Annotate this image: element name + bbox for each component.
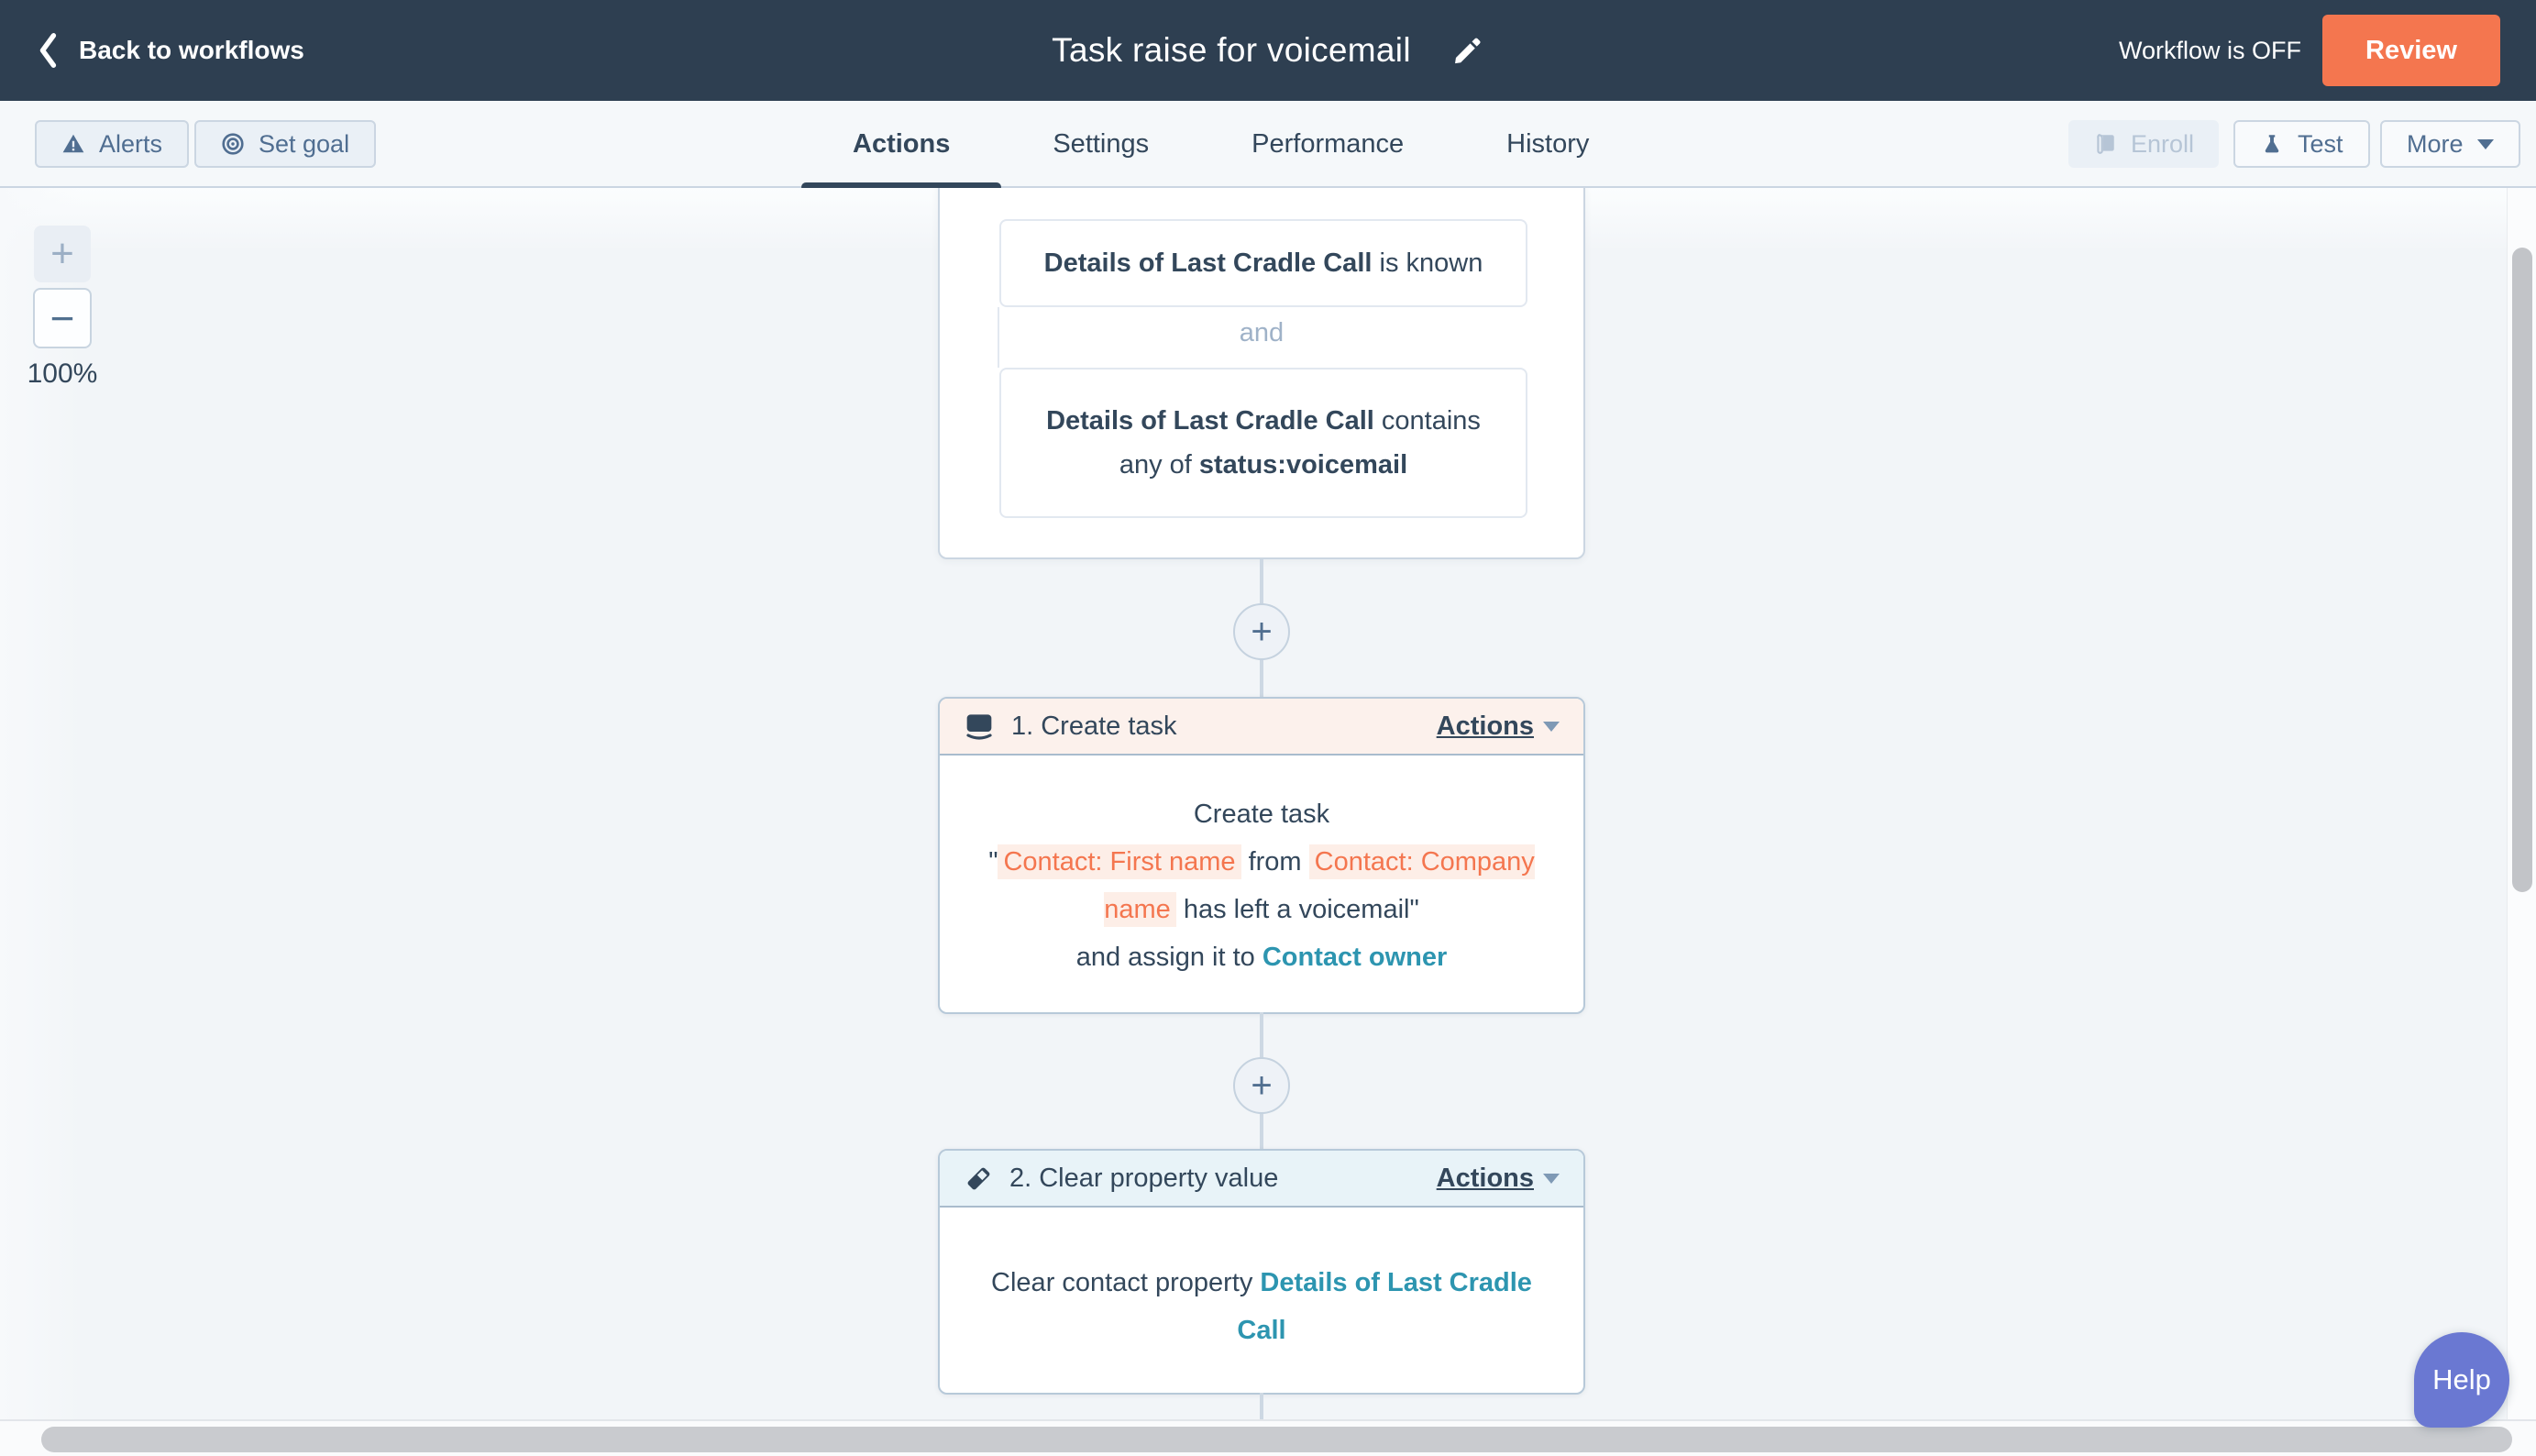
workflow-title-wrap: Task raise for voicemail	[1052, 0, 1484, 101]
zoom-level-label: 100%	[27, 358, 98, 389]
more-button[interactable]: More	[2380, 120, 2520, 168]
action-1-assign-line: and assign it to Contact owner	[1075, 943, 1448, 972]
connector-line	[1260, 1393, 1263, 1419]
enroll-scroll-icon	[2097, 134, 2114, 154]
chevron-left-icon	[39, 33, 57, 68]
test-label: Test	[2298, 129, 2343, 158]
and-connector-label: and	[1239, 318, 1285, 347]
action-2-title: 2. Clear property value	[1009, 1163, 1279, 1193]
condition-1[interactable]: Details of Last Cradle Call is known	[999, 219, 1527, 307]
set-goal-button[interactable]: Set goal	[194, 120, 377, 168]
condition-connector-line	[998, 307, 999, 368]
horizontal-scrollbar-thumb[interactable]	[41, 1427, 2512, 1452]
action-2-body: Clear contact property Details of Last C…	[940, 1208, 1583, 1354]
alerts-label: Alerts	[99, 129, 163, 158]
task-icon	[966, 714, 992, 740]
condition-2-text: Details of Last Cradle Call contains any…	[1046, 406, 1481, 480]
help-button[interactable]: Help	[2414, 1332, 2509, 1428]
add-action-button-2[interactable]: +	[1233, 1057, 1290, 1114]
workflow-status-text: Workflow is OFF	[2118, 36, 2301, 64]
action-2-actions-menu[interactable]: Actions	[1437, 1164, 1560, 1194]
back-label: Back to workflows	[79, 36, 304, 64]
test-flask-icon	[2265, 135, 2279, 153]
add-action-button-1[interactable]: +	[1233, 603, 1290, 660]
personalization-token-first-name[interactable]: Contact: First name	[998, 844, 1241, 879]
editor-tabs: Actions Settings Performance History	[801, 101, 1640, 192]
condition-2[interactable]: Details of Last Cradle Call contains any…	[999, 368, 1527, 518]
action-card-clear-property[interactable]: 2. Clear property value Actions Clear co…	[938, 1149, 1585, 1395]
eraser-icon	[967, 1167, 990, 1190]
action-1-body: Create task "Contact: First name from Co…	[940, 756, 1583, 981]
vertical-scrollbar-thumb[interactable]	[2512, 248, 2532, 892]
tab-settings[interactable]: Settings	[1053, 129, 1150, 159]
secondary-toolbar: Alerts Set goal Actions Settings Perform…	[0, 101, 2536, 192]
test-button[interactable]: Test	[2233, 120, 2370, 168]
workflow-canvas[interactable]: + − 100% Details of Last Cradle Call is …	[0, 188, 2507, 1419]
back-to-workflows-link[interactable]: Back to workflows	[37, 0, 304, 101]
top-navbar: Back to workflows Task raise for voicema…	[0, 0, 2536, 101]
edit-pencil-icon[interactable]	[1451, 34, 1484, 67]
zoom-in-button[interactable]: +	[34, 226, 91, 282]
enroll-button[interactable]: Enroll	[2068, 120, 2220, 168]
alerts-button[interactable]: Alerts	[35, 120, 190, 168]
action-card-create-task[interactable]: 1. Create task Actions Create task "Cont…	[938, 697, 1585, 1014]
horizontal-scrollbar[interactable]	[0, 1419, 2536, 1456]
review-button[interactable]: Review	[2322, 15, 2500, 86]
action-1-task-name: "Contact: First name from Contact: Compa…	[967, 838, 1556, 933]
vertical-scrollbar[interactable]	[2507, 188, 2536, 1419]
action-1-line1: Create task	[1193, 800, 1330, 829]
enrollment-trigger-card[interactable]: Details of Last Cradle Call is known and…	[938, 188, 1585, 559]
tab-history[interactable]: History	[1506, 129, 1590, 159]
property-link[interactable]: Details of Last Cradle Call	[1237, 1268, 1532, 1345]
zoom-out-button[interactable]: −	[33, 288, 92, 348]
action-2-header: 2. Clear property value Actions	[940, 1151, 1583, 1208]
target-icon	[222, 133, 244, 155]
enroll-label: Enroll	[2131, 129, 2195, 158]
action-1-header: 1. Create task Actions	[940, 699, 1583, 756]
action-1-title: 1. Create task	[1011, 711, 1177, 741]
contact-owner-link[interactable]: Contact owner	[1262, 943, 1448, 972]
set-goal-label: Set goal	[259, 129, 350, 158]
caret-down-icon	[1543, 721, 1560, 732]
caret-down-icon	[1543, 1173, 1560, 1184]
tab-performance[interactable]: Performance	[1251, 129, 1405, 159]
condition-1-text: Details of Last Cradle Call is known	[1043, 248, 1483, 278]
caret-down-icon	[2476, 138, 2494, 149]
action-2-text: Clear contact property Details of Last C…	[991, 1268, 1532, 1345]
more-label: More	[2407, 129, 2464, 158]
workflow-title: Task raise for voicemail	[1052, 31, 1411, 69]
action-1-actions-menu[interactable]: Actions	[1437, 711, 1560, 742]
tab-actions[interactable]: Actions	[801, 101, 1002, 192]
alert-triangle-icon	[62, 134, 84, 153]
